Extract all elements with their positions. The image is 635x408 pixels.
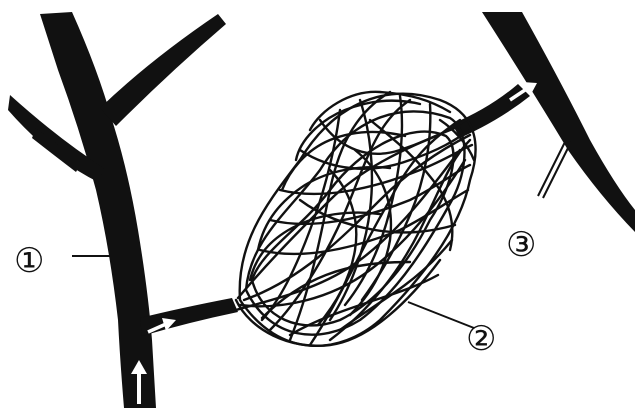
label-vessel-2: ② xyxy=(466,319,496,359)
label-vessel-1: ① xyxy=(14,241,44,281)
label-vessel-3: ③ xyxy=(506,225,536,265)
